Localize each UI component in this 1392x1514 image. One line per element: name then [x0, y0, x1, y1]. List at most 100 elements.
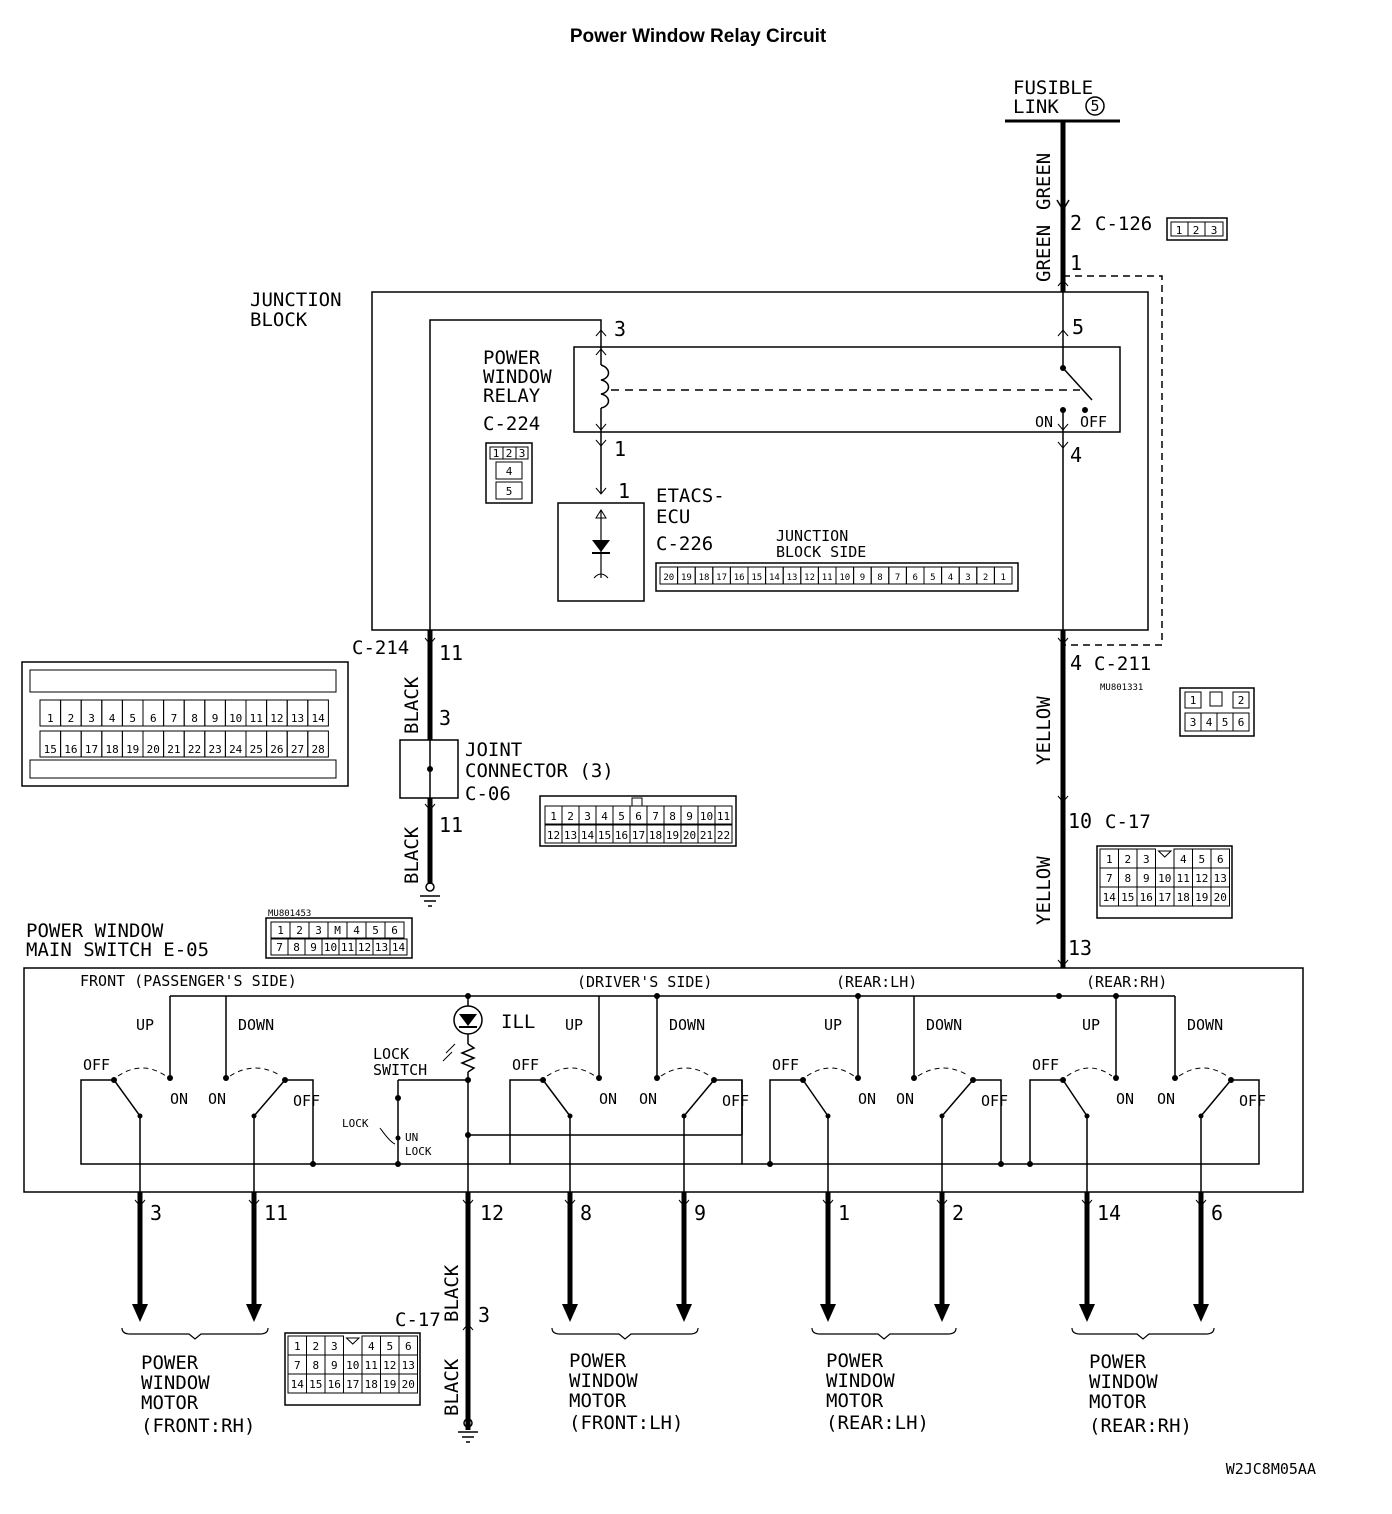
relay-pin-1: 1 — [614, 437, 626, 461]
svg-text:16: 16 — [328, 1378, 341, 1391]
svg-text:18: 18 — [699, 573, 710, 583]
lock-label: LOCK — [342, 1117, 369, 1130]
main-switch-pin-12: 12 — [480, 1201, 504, 1225]
svg-text:4: 4 — [1180, 853, 1187, 866]
svg-text:6: 6 — [405, 1340, 412, 1353]
c17-pin-10: 10 — [1068, 809, 1092, 833]
svg-text:8: 8 — [312, 1359, 319, 1372]
etacs-label-2: ECU — [656, 506, 690, 528]
motor-rear-lh-line1: POWER — [826, 1350, 884, 1372]
svg-text:5: 5 — [618, 810, 625, 823]
joint-connector: JOINT CONNECTOR (3) C-06 — [399, 739, 614, 805]
svg-text:19: 19 — [383, 1378, 396, 1391]
c126-label: C-126 — [1095, 213, 1152, 235]
lock-switch-label-1: LOCK — [373, 1045, 409, 1063]
motor-pin-label: 2 — [952, 1201, 964, 1225]
off-label: OFF — [1239, 1092, 1266, 1110]
motor-pin-label: 3 — [150, 1201, 162, 1225]
svg-text:6: 6 — [1217, 853, 1224, 866]
motor-rear-rh-line2: WINDOW — [1089, 1371, 1158, 1393]
svg-text:20: 20 — [683, 829, 696, 842]
svg-text:10: 10 — [839, 573, 850, 583]
svg-text:7: 7 — [895, 573, 900, 583]
svg-text:5: 5 — [386, 1340, 393, 1353]
svg-text:12: 12 — [1195, 872, 1208, 885]
svg-text:17: 17 — [632, 829, 645, 842]
svg-text:2: 2 — [506, 447, 513, 460]
e05-code: MU801453 — [268, 909, 311, 919]
svg-text:18: 18 — [649, 829, 662, 842]
c211-label: C-211 — [1094, 653, 1151, 675]
ill-label: ILL — [501, 1011, 535, 1033]
svg-text:8: 8 — [1124, 872, 1131, 885]
yellow-wire: 4 C-211 MU801331 YELLOW 10 C-17 YELLOW 1… — [1033, 630, 1151, 968]
svg-text:11: 11 — [822, 573, 833, 583]
fusible-link: FUSIBLE LINK 5 — [1005, 77, 1120, 123]
c211-connector-face: 1 2 3 4 5 6 — [1179, 687, 1255, 737]
svg-text:2: 2 — [1193, 224, 1200, 237]
motor-wire: 8 — [562, 1192, 592, 1322]
svg-text:8: 8 — [293, 941, 300, 954]
motor-rear-lh-line2: WINDOW — [826, 1370, 895, 1392]
svg-text:8: 8 — [877, 573, 882, 583]
motor-brace — [1071, 1327, 1215, 1340]
svg-text:12: 12 — [358, 941, 371, 954]
c214-label: C-214 — [352, 637, 409, 659]
svg-text:12: 12 — [547, 829, 560, 842]
svg-text:4: 4 — [506, 465, 513, 478]
joint-connector-label-2: CONNECTOR (3) — [465, 760, 614, 782]
on-label: ON — [858, 1090, 876, 1108]
svg-text:9: 9 — [1143, 872, 1150, 885]
c126-connector-face: 1 2 3 — [1166, 217, 1228, 241]
motor-brace — [551, 1327, 699, 1340]
up-label: UP — [824, 1016, 842, 1034]
motor-wire: 3 — [132, 1192, 162, 1322]
on-label: ON — [639, 1090, 657, 1108]
svg-text:3: 3 — [1143, 853, 1150, 866]
svg-text:5: 5 — [372, 924, 379, 937]
c06-label: C-06 — [465, 783, 511, 805]
fusible-link-number: 5 — [1090, 97, 1099, 115]
svg-text:1: 1 — [493, 447, 500, 460]
motor-front-lh: POWER WINDOW MOTOR (FRONT:LH) — [569, 1350, 683, 1434]
svg-text:10: 10 — [346, 1359, 359, 1372]
wire-color-black-2: BLACK — [401, 826, 423, 884]
down-label: DOWN — [238, 1016, 274, 1034]
svg-text:17: 17 — [85, 743, 98, 756]
fusible-link-label-1: FUSIBLE — [1013, 77, 1093, 99]
svg-text:14: 14 — [769, 573, 780, 583]
motor-wire: 6 — [1193, 1192, 1223, 1322]
svg-text:9: 9 — [212, 712, 219, 725]
svg-text:10: 10 — [229, 712, 242, 725]
svg-text:28: 28 — [311, 743, 324, 756]
svg-text:16: 16 — [615, 829, 628, 842]
svg-text:7: 7 — [294, 1359, 301, 1372]
wire-color-green-1: GREEN — [1033, 153, 1055, 210]
svg-text:11: 11 — [341, 941, 354, 954]
svg-text:7: 7 — [652, 810, 659, 823]
svg-text:2: 2 — [296, 924, 303, 937]
svg-text:M: M — [334, 924, 341, 937]
svg-text:6: 6 — [635, 810, 642, 823]
svg-text:4: 4 — [948, 573, 953, 583]
c224-label: C-224 — [483, 413, 540, 435]
svg-text:6: 6 — [912, 573, 917, 583]
svg-text:14: 14 — [291, 1378, 305, 1391]
svg-text:1: 1 — [1000, 573, 1005, 583]
etacs-pin-1: 1 — [618, 479, 630, 503]
unlock-label-2: LOCK — [405, 1145, 432, 1158]
svg-text:9: 9 — [331, 1359, 338, 1372]
up-label: UP — [136, 1016, 154, 1034]
svg-text:5: 5 — [1222, 716, 1229, 729]
svg-text:9: 9 — [860, 573, 865, 583]
svg-text:7: 7 — [276, 941, 283, 954]
figure-code: W2JC8M05AA — [1226, 1460, 1316, 1478]
relay-label-1: POWER — [483, 347, 541, 369]
motor-pin-label: 8 — [580, 1201, 592, 1225]
svg-text:12: 12 — [804, 573, 815, 583]
relay-pin-4: 4 — [1070, 443, 1082, 467]
svg-text:19: 19 — [126, 743, 139, 756]
c126-pin-2: 2 — [1070, 211, 1082, 235]
